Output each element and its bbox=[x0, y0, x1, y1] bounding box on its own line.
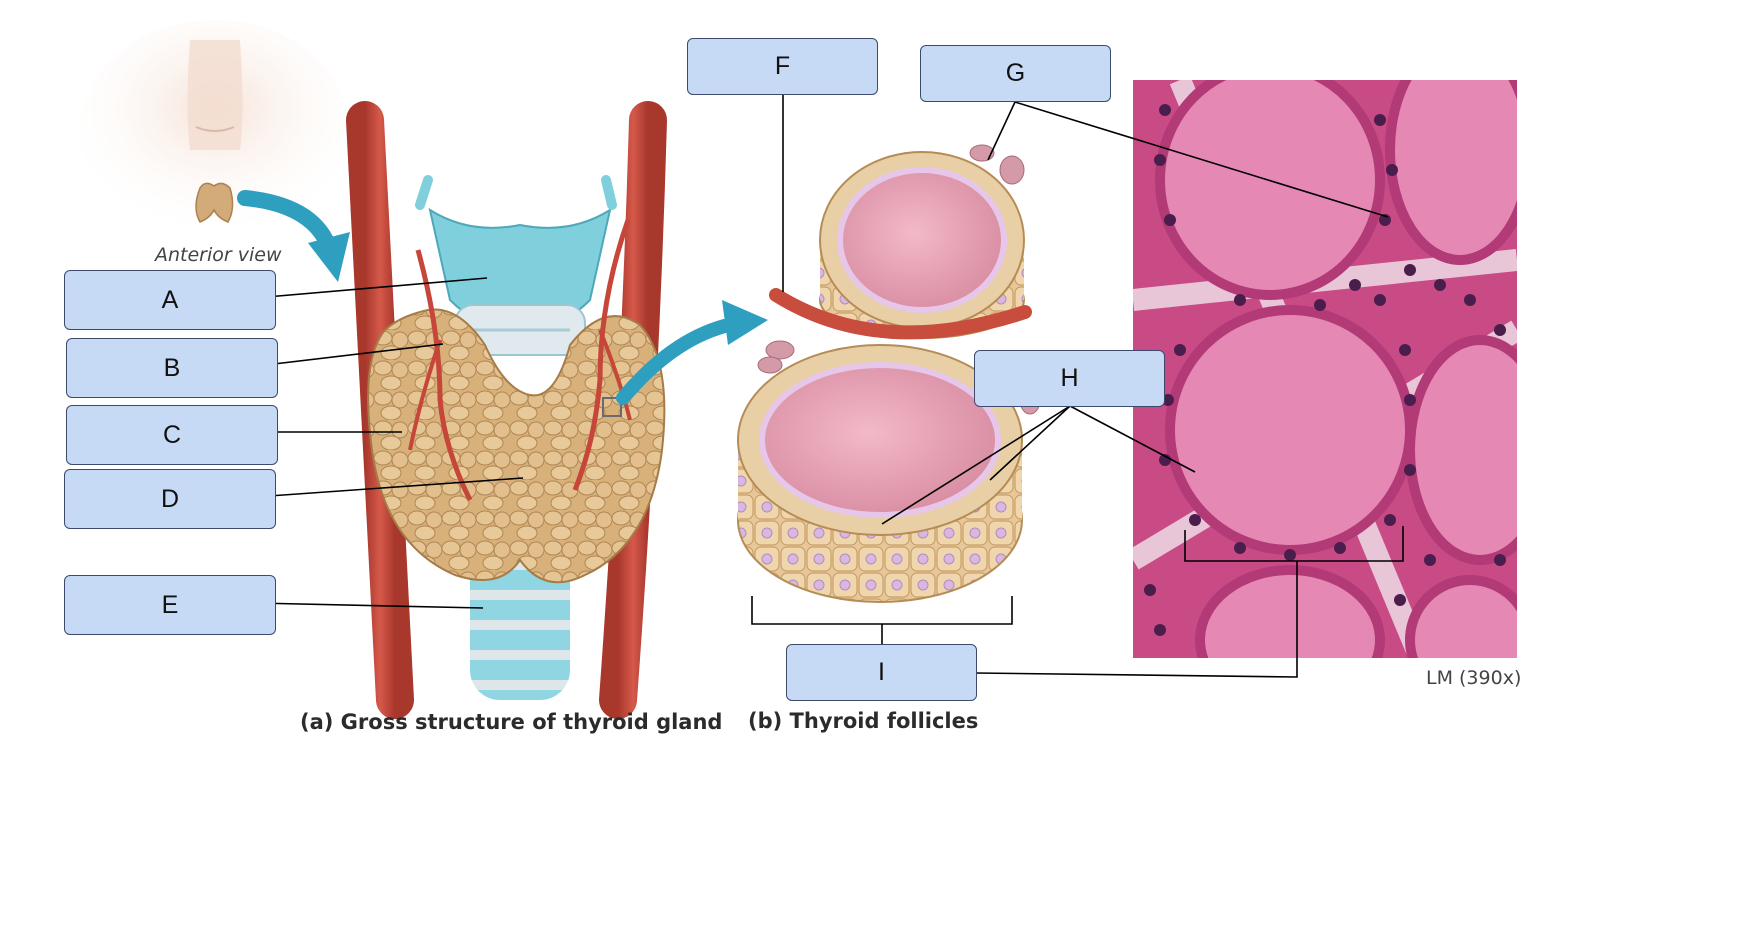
follicles-illustration bbox=[737, 144, 1041, 603]
label-box-h[interactable]: H bbox=[974, 350, 1165, 407]
magnification-caption: LM (390x) bbox=[1426, 667, 1522, 689]
label-box-g[interactable]: G bbox=[920, 45, 1111, 102]
label-box-a[interactable]: A bbox=[64, 270, 276, 330]
label-box-e[interactable]: E bbox=[64, 575, 276, 635]
label-box-d[interactable]: D bbox=[64, 469, 276, 529]
label-box-f[interactable]: F bbox=[687, 38, 878, 95]
label-box-c[interactable]: C bbox=[66, 405, 278, 465]
anterior-view-caption: Anterior view bbox=[155, 244, 282, 266]
thyroid-follicles-caption: (b) Thyroid follicles bbox=[748, 709, 979, 733]
label-box-i[interactable]: I bbox=[786, 644, 977, 701]
neck-inset bbox=[80, 20, 350, 240]
label-box-b[interactable]: B bbox=[66, 338, 278, 398]
leader-lines bbox=[254, 94, 1404, 678]
micrograph bbox=[1133, 80, 1517, 658]
gland-illustration bbox=[346, 101, 768, 719]
gross-structure-caption: (a) Gross structure of thyroid gland bbox=[300, 710, 723, 734]
